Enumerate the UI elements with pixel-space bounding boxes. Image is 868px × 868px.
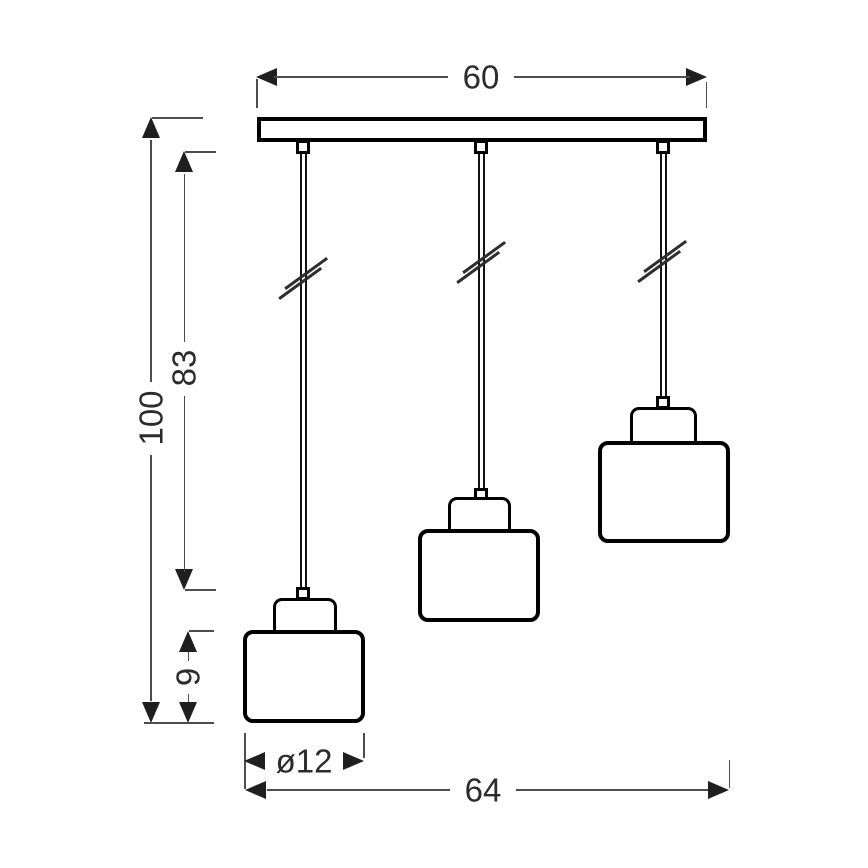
dimension-label-shade-height: 9 [169,667,207,687]
arrow-left-icon [245,781,266,799]
dimension-line [514,76,690,78]
dimension-label-overall-width: 64 [464,771,502,809]
suspension-cord-right [659,152,667,398]
cord-grip-middle [474,140,488,154]
dimension-line [150,455,152,701]
arrow-down-icon [142,702,160,723]
dimension-line [516,789,708,791]
dimension-label-shade-diameter: ø12 [275,742,333,780]
extension-line [185,589,216,591]
arrow-down-icon [179,702,197,723]
extension-line [152,117,203,119]
extension-line [256,79,258,108]
shade-neck-left [273,598,337,632]
arrow-down-icon [175,569,193,590]
arrow-right-icon [686,68,707,86]
extension-line [185,151,216,153]
suspension-cord-left [299,152,307,589]
arrow-up-icon [179,631,197,652]
dimension-line [267,789,450,791]
dimension-label-total-height: 100 [132,390,170,446]
arrow-left-icon [256,68,277,86]
cord-grip-left [296,140,310,154]
ceiling-mount-bar [257,117,707,142]
shade-neck-right [630,407,697,443]
arrow-left-icon [244,752,265,770]
suspension-cord-middle [477,152,485,490]
extension-line [728,760,731,788]
lamp-shade-middle [418,529,540,622]
extension-line [705,82,708,108]
dimension-line [183,396,186,572]
lamp-shade-left [243,630,365,723]
dimension-line [183,174,186,342]
extension-line [189,630,214,632]
cord-grip-right [656,140,670,154]
dimension-line [150,140,152,382]
lamp-shade-right [598,441,730,543]
dimension-label-cord-length: 83 [165,349,203,387]
arrow-up-icon [142,117,160,138]
dimension-line [187,694,190,702]
dimension-line [187,652,190,661]
arrow-up-icon [175,151,193,172]
arrow-right-icon [343,752,364,770]
extension-line [363,733,365,758]
dimension-label-bar-width: 60 [462,58,500,96]
shade-neck-middle [448,497,511,531]
arrow-right-icon [708,781,729,799]
dimension-line [274,76,448,78]
